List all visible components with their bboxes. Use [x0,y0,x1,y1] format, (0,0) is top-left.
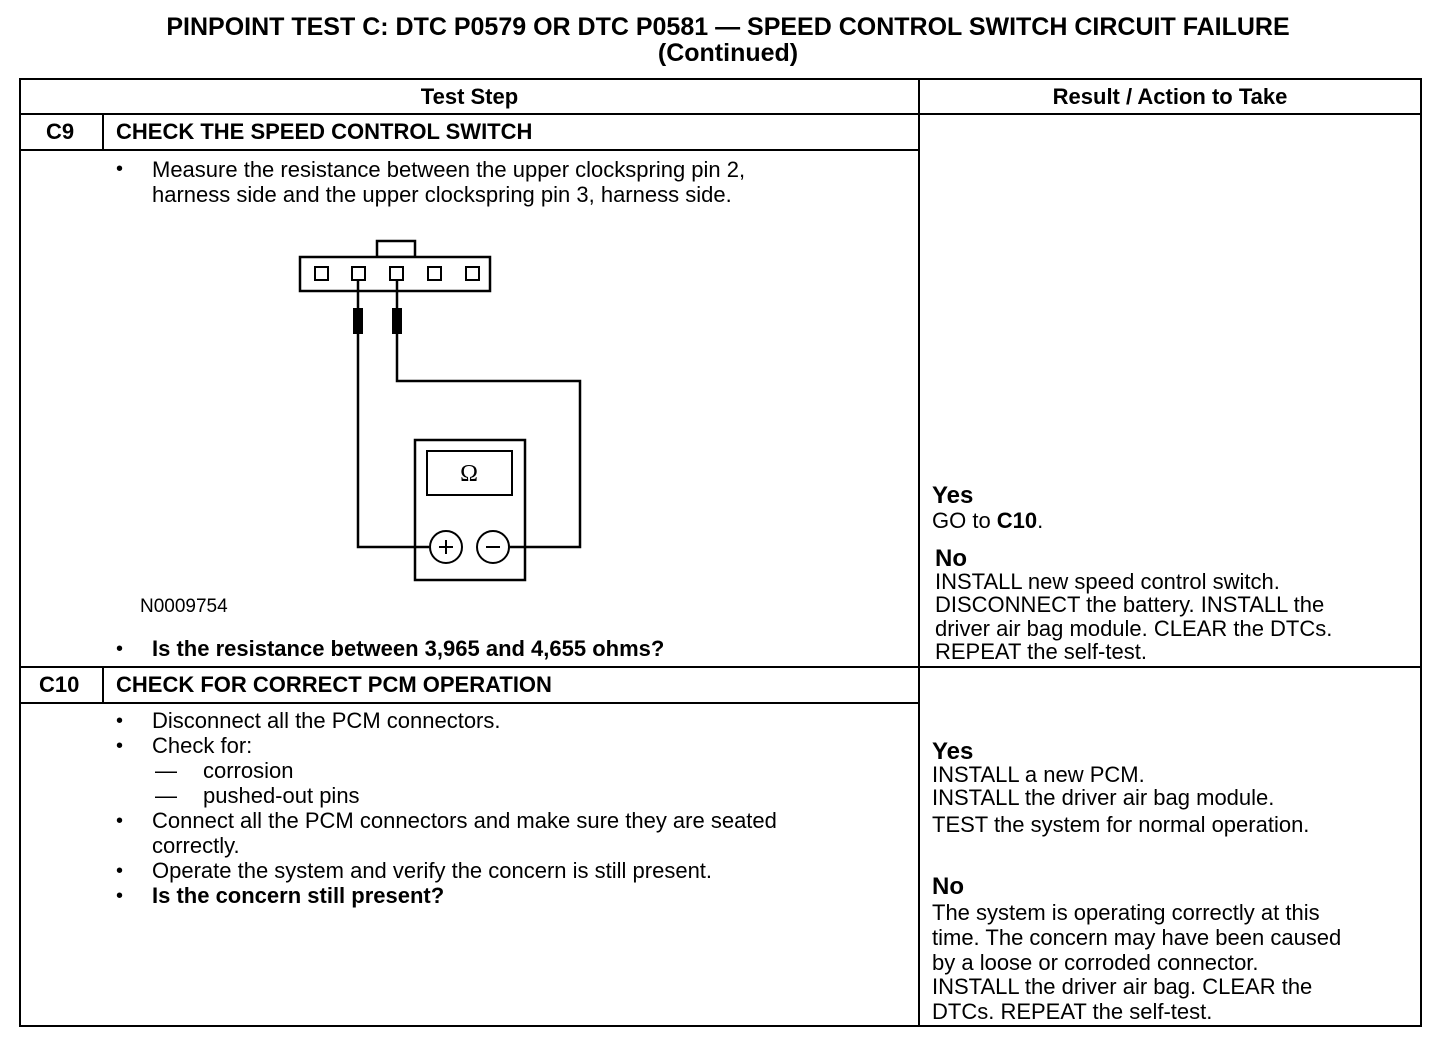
connector-pin-4 [427,266,442,281]
bullet-icon: • [116,860,124,882]
column-divider [918,78,920,1027]
dash-icon: — [155,783,177,808]
bullet-icon: • [116,638,124,660]
c9-title-divider [19,149,920,151]
step-id-c9: C9 [46,119,75,144]
connector-pin-3 [389,266,404,281]
c9-yes-target: C10 [996,508,1038,533]
probe-tip-2 [392,308,402,334]
ohmmeter-display [426,450,513,496]
c10-question: Is the concern still present? [152,883,445,908]
c10-sub-step: pushed-out pins [203,783,360,808]
dash-icon: — [155,758,177,783]
bullet-icon: • [116,710,124,732]
c9-no-action-line: REPEAT the self-test. [935,639,1147,664]
c10-title-divider [19,702,920,704]
c9-instruction-line: Measure the resistance between the upper… [152,157,746,182]
c10-sub-step: corrosion [203,758,294,783]
bullet-icon: • [116,735,124,757]
c9-no-label: No [935,545,967,572]
connector-pin-2 [351,266,366,281]
header-result-action: Result / Action to Take [1052,84,1288,109]
c10-no-action-line: DTCs. REPEAT the self-test. [932,999,1213,1024]
row-divider [19,666,1422,668]
c10-id-divider [102,666,104,704]
c10-step: correctly. [152,833,240,858]
page-title: PINPOINT TEST C: DTC P0579 OR DTC P0581 … [166,13,1290,41]
page-subtitle: (Continued) [657,39,799,67]
test-lead-2 [395,334,582,549]
bullet-icon: • [116,885,124,907]
c9-question: Is the resistance between 3,965 and 4,65… [152,636,665,661]
c9-yes-label: Yes [932,482,974,509]
c10-yes-action-line: INSTALL the driver air bag module. [932,785,1275,810]
resistance-test-diagram: Ω [298,239,582,582]
c9-id-divider [102,113,104,151]
ohm-symbol: Ω [460,461,478,487]
c9-no-action-line: driver air bag module. CLEAR the DTCs. [935,616,1333,641]
bullet-icon: • [116,158,124,180]
c10-yes-label: Yes [932,738,974,765]
test-lead-1 [356,334,428,549]
figure-id: N0009754 [140,596,228,617]
c10-no-action-line: time. The concern may have been caused [932,925,1342,950]
step-title-c9: CHECK THE SPEED CONTROL SWITCH [116,119,533,144]
c9-no-action-line: DISCONNECT the battery. INSTALL the [935,592,1325,617]
c10-no-label: No [932,873,964,900]
c10-yes-action-line: TEST the system for normal operation. [932,812,1310,837]
step-id-c10: C10 [39,672,80,697]
c10-no-action-line: by a loose or corroded connector. [932,950,1259,975]
connector-pin-1 [314,266,329,281]
bullet-icon: • [116,810,124,832]
c10-no-action-line: The system is operating correctly at thi… [932,900,1320,925]
c10-step: Disconnect all the PCM connectors. [152,708,501,733]
pinpoint-table [19,78,1422,1027]
step-title-c10: CHECK FOR CORRECT PCM OPERATION [116,672,552,697]
clockspring-connector [298,255,492,293]
connector-pin-5 [465,266,480,281]
c10-yes-action-line: INSTALL a new PCM. [932,762,1145,787]
c10-step: Connect all the PCM connectors and make … [152,808,777,833]
header-test-step: Test Step [420,84,519,109]
c9-instruction-line: harness side and the upper clockspring p… [152,182,732,207]
header-divider [19,113,1422,115]
probe-tip-1 [353,308,363,334]
c10-no-action-line: INSTALL the driver air bag. CLEAR the [932,974,1313,999]
connector-latch [375,239,417,259]
c10-step: Check for: [152,733,253,758]
c9-yes-action: GO to C10. [932,508,1044,533]
c10-step: Operate the system and verify the concer… [152,858,713,883]
c9-no-action-line: INSTALL new speed control switch. [935,569,1280,594]
